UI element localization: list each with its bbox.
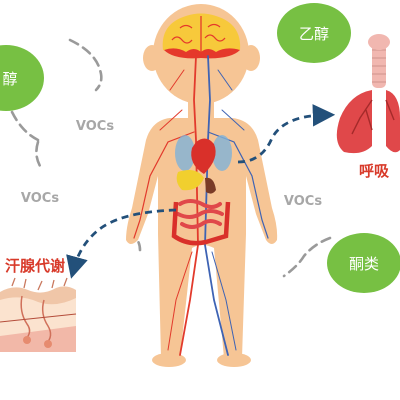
breath-label: 呼吸	[359, 162, 390, 180]
skin-cross-section	[0, 277, 77, 352]
vocs-label-left: VOCs	[21, 191, 59, 206]
arrow-to-lungs	[237, 104, 336, 164]
bubble-ethanol: 乙醇	[277, 3, 351, 63]
bubble-ketones: 酮类	[327, 233, 400, 293]
internal-organs	[171, 135, 232, 246]
human-body-illustration	[126, 4, 278, 367]
bubble-ethanol-label: 乙醇	[299, 25, 329, 43]
bubble-ketones-label: 酮类	[349, 255, 379, 273]
arrow-to-skin	[66, 208, 177, 279]
bubble-alcohol: 醇	[0, 45, 44, 111]
vocs-label-upper: VOCs	[76, 119, 114, 134]
lungs-illustration	[336, 34, 400, 154]
bubble-alcohol-label: 醇	[2, 70, 17, 88]
brain-illustration	[162, 13, 241, 59]
vocs-label-right: VOCs	[284, 194, 322, 209]
sweat-metabolism-label: 汗腺代谢	[5, 257, 65, 275]
